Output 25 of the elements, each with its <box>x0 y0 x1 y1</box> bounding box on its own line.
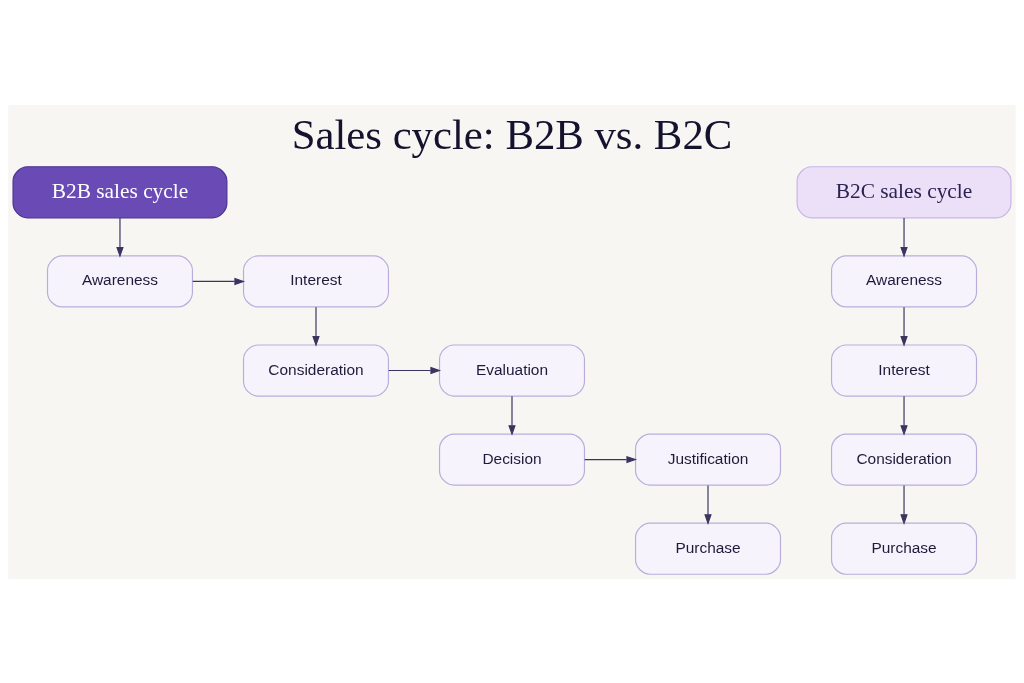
arrow <box>388 366 442 374</box>
node-box: Purchase <box>634 522 782 575</box>
node-box: Evaluation <box>438 343 586 397</box>
diagram-title: Sales cycle: B2B vs. B2C <box>291 110 733 158</box>
arrow <box>704 484 712 525</box>
node-box: B2B sales cycle <box>12 165 228 218</box>
node-box: Purchase <box>830 522 978 575</box>
arrow <box>192 277 246 285</box>
node-box: Consideration <box>242 343 390 397</box>
node-box: Interest <box>830 343 978 397</box>
arrow <box>312 306 320 347</box>
arrow <box>116 217 124 258</box>
arrow <box>900 395 908 436</box>
arrow <box>900 217 908 258</box>
node-box: Decision <box>438 432 586 486</box>
node-box: Justification <box>634 432 782 486</box>
node-box: Awareness <box>830 254 978 308</box>
arrow <box>900 484 908 525</box>
node-box: Awareness <box>46 254 194 308</box>
node-box: Interest <box>242 254 390 308</box>
node-box: Consideration <box>830 432 978 486</box>
arrow <box>508 395 516 436</box>
node-box: B2C sales cycle <box>796 165 1012 218</box>
arrow <box>584 455 638 463</box>
arrow <box>900 306 908 347</box>
